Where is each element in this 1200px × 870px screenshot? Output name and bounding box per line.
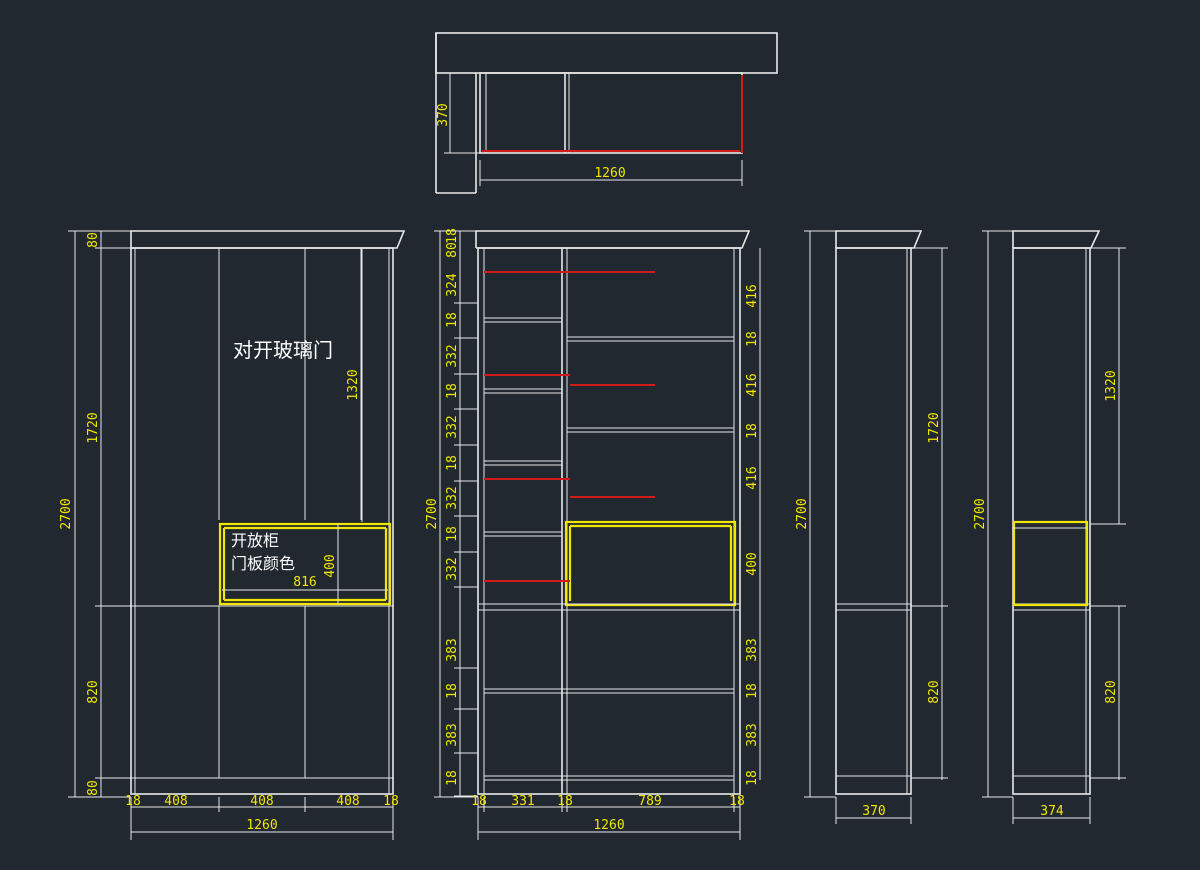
interior-left-dim: 332 bbox=[445, 557, 460, 580]
front-door3-dim: 408 bbox=[336, 794, 359, 809]
interior-top-dim-2: 80 bbox=[445, 242, 460, 258]
side2-upper-height-dim: 1320 bbox=[1104, 370, 1119, 401]
side2-open-cabinet-highlight bbox=[1012, 520, 1089, 607]
side2-total-height-dim: 2700 bbox=[973, 498, 988, 529]
front-view: 400 816 对开玻璃门 开放柜 门板颜色 1320 2700 80 1720… bbox=[59, 230, 406, 840]
interior-right-dim: 416 bbox=[745, 373, 760, 396]
side1-depth-dim: 370 bbox=[862, 804, 885, 819]
side2-depth-dim: 374 bbox=[1040, 804, 1064, 819]
front-total-height-dim: 2700 bbox=[59, 498, 74, 529]
side1-lower-height-dim: 820 bbox=[927, 680, 942, 703]
interior-left-dim: 324 bbox=[445, 273, 460, 297]
interior-top-dim-1: 18 bbox=[445, 228, 460, 244]
open-width-dim: 816 bbox=[293, 575, 316, 590]
interior-w-dim-4: 789 bbox=[638, 794, 661, 809]
interior-right-dim: 383 bbox=[745, 638, 760, 661]
interior-right-dim: 416 bbox=[745, 466, 760, 489]
interior-left-dim: 18 bbox=[445, 312, 460, 328]
front-lower-height-dim: 820 bbox=[86, 680, 101, 703]
interior-total-height-dim: 2700 bbox=[425, 498, 440, 529]
interior-right-dim: 18 bbox=[745, 423, 760, 439]
interior-view: 2700 18 80 324 18 332 18 332 18 332 18 332 383 18 3… bbox=[425, 228, 761, 840]
door-color-label: 门板颜色 bbox=[231, 554, 295, 573]
front-upper-height-dim: 1720 bbox=[86, 412, 101, 443]
side2-lower-height-dim: 820 bbox=[1104, 680, 1119, 703]
front-base-dim: 80 bbox=[86, 780, 101, 796]
glass-door-label: 对开玻璃门 bbox=[233, 338, 333, 362]
top-view-width-dim: 1260 bbox=[594, 166, 625, 181]
open-cabinet-label: 开放柜 bbox=[231, 531, 279, 550]
front-top-dim: 80 bbox=[86, 232, 101, 248]
interior-w-dim-1: 18 bbox=[471, 794, 487, 809]
interior-w-dim-2: 331 bbox=[511, 794, 534, 809]
interior-total-width-dim: 1260 bbox=[593, 818, 624, 833]
side1-upper-height-dim: 1720 bbox=[927, 412, 942, 443]
interior-w-dim-5: 18 bbox=[729, 794, 745, 809]
glass-height-dim: 1320 bbox=[346, 369, 361, 400]
top-view-depth-dim: 370 bbox=[436, 103, 451, 126]
interior-right-dim: 400 bbox=[745, 552, 760, 575]
interior-right-dim: 383 bbox=[745, 723, 760, 746]
side1-total-height-dim: 2700 bbox=[795, 498, 810, 529]
interior-w-dim-3: 18 bbox=[557, 794, 573, 809]
interior-left-dim: 332 bbox=[445, 415, 460, 438]
side-view-1: 2700 1720 820 370 bbox=[795, 230, 948, 824]
open-cabinet-highlight bbox=[218, 522, 392, 606]
side-view-2: 2700 1320 820 374 bbox=[973, 230, 1126, 824]
interior-right-dim: 416 bbox=[745, 284, 760, 307]
front-door2-dim: 408 bbox=[250, 794, 273, 809]
front-side-right-dim: 18 bbox=[383, 794, 399, 809]
interior-left-dim: 383 bbox=[445, 723, 460, 746]
interior-left-dim: 332 bbox=[445, 486, 460, 509]
top-view-crown bbox=[435, 32, 778, 74]
interior-left-dim: 332 bbox=[445, 344, 460, 367]
interior-right-dim: 18 bbox=[745, 770, 760, 786]
front-door1-dim: 408 bbox=[164, 794, 187, 809]
front-total-width-dim: 1260 bbox=[246, 818, 277, 833]
interior-left-dim: 383 bbox=[445, 638, 460, 661]
interior-left-dim: 18 bbox=[445, 383, 460, 399]
front-side-left-dim: 18 bbox=[125, 794, 141, 809]
top-view-carcass bbox=[479, 72, 743, 154]
interior-open-cabinet-highlight bbox=[564, 520, 737, 607]
interior-right-dim: 18 bbox=[745, 683, 760, 699]
interior-left-dim: 18 bbox=[445, 526, 460, 542]
open-height-dim: 400 bbox=[323, 554, 338, 577]
interior-left-dim: 18 bbox=[445, 455, 460, 471]
top-view: 370 1260 bbox=[435, 32, 778, 194]
interior-left-dim: 18 bbox=[445, 770, 460, 786]
interior-left-dim: 18 bbox=[445, 683, 460, 699]
interior-right-dim: 18 bbox=[745, 331, 760, 347]
